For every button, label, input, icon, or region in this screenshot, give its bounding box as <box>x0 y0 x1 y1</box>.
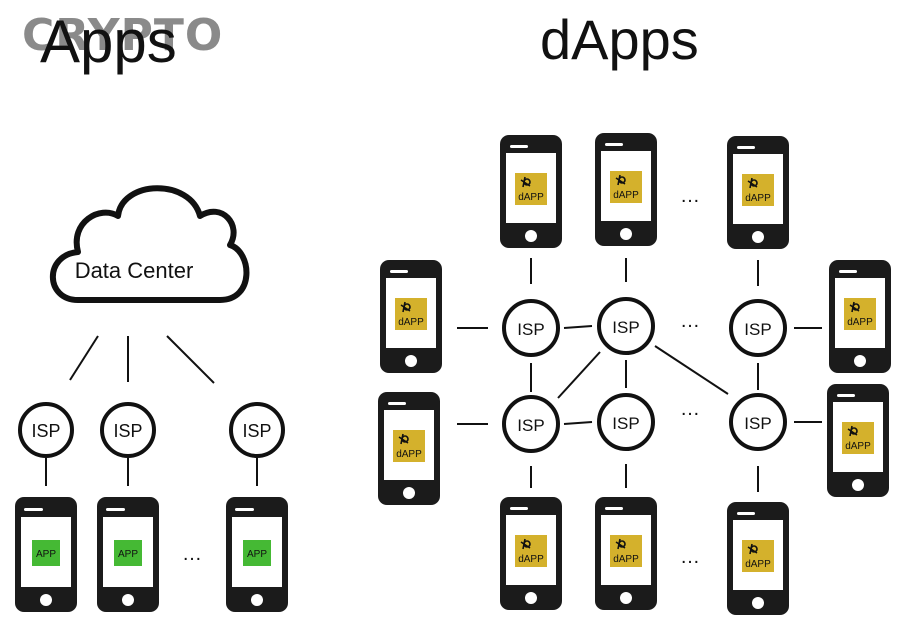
dapp-logo-icon <box>847 425 858 437</box>
decentralized-network: ISP ISP ISP ISP ISP ISP dAPP dAPP <box>378 133 891 615</box>
dapp-logo-icon <box>615 174 626 186</box>
dapp-label: dAPP <box>613 554 639 565</box>
dapp-logo-icon <box>520 538 531 550</box>
dapp-tile <box>610 171 642 203</box>
cloud-link <box>69 335 99 381</box>
ellipsis: … <box>680 310 700 332</box>
isp-node: ISP <box>229 402 285 458</box>
dapp-label: dAPP <box>396 449 422 460</box>
dapp-logo-icon <box>747 177 758 189</box>
dapp-logo-icon <box>615 538 626 550</box>
isp-label: ISP <box>612 318 639 337</box>
isp-label: ISP <box>113 421 142 441</box>
app-tile <box>114 540 142 566</box>
dapp-label: dAPP <box>518 554 544 565</box>
app-label: APP <box>118 549 138 560</box>
cloud-link <box>166 335 215 384</box>
isp-label: ISP <box>517 320 544 339</box>
isp-label: ISP <box>744 414 771 433</box>
phone-icon: dAPP <box>827 384 889 497</box>
isp-node: ISP <box>18 402 74 458</box>
dapp-label: dAPP <box>845 441 871 452</box>
dapp-logo-icon <box>398 433 409 445</box>
crypto-watermark: CRYPTO <box>22 10 224 61</box>
isp-isp-link <box>563 421 593 425</box>
dapp-label: dAPP <box>613 190 639 201</box>
isp-label: ISP <box>31 421 60 441</box>
ellipsis: … <box>182 543 202 565</box>
dapp-tile <box>393 430 425 462</box>
ellipsis: … <box>680 185 700 207</box>
isp-isp-link <box>654 345 729 395</box>
dapp-tile <box>515 173 547 205</box>
isp-label: ISP <box>612 414 639 433</box>
phone-icon: dAPP <box>727 136 789 249</box>
dapp-tile <box>842 422 874 454</box>
phone-icon: dAPP <box>829 260 891 373</box>
isp-isp-link <box>563 325 593 329</box>
app-label: APP <box>36 549 56 560</box>
phone-icon: dAPP <box>727 502 789 615</box>
data-center-label: Data Center <box>75 258 194 283</box>
dapp-tile <box>844 298 876 330</box>
dapps-title: dApps <box>540 8 699 71</box>
dapp-label: dAPP <box>847 317 873 328</box>
phone-icon: dAPP <box>380 260 442 373</box>
centralized-network: Data Center ISP ISP ISP <box>15 185 288 612</box>
isp-node: ISP <box>597 393 655 451</box>
apps-title: Apps <box>40 8 177 75</box>
ellipsis: … <box>680 398 700 420</box>
dapp-tile <box>610 535 642 567</box>
phone-icon: APP <box>97 497 159 612</box>
dapp-tile <box>395 298 427 330</box>
isp-node: ISP <box>729 299 787 357</box>
ellipsis: … <box>680 546 700 568</box>
dapp-tile <box>742 174 774 206</box>
phone-icon: APP <box>226 497 288 612</box>
cloud-icon <box>50 185 250 303</box>
phone-icon: dAPP <box>500 135 562 248</box>
dapp-label: dAPP <box>745 559 771 570</box>
phone-icon: dAPP <box>595 497 657 610</box>
isp-node: ISP <box>502 299 560 357</box>
isp-node: ISP <box>502 395 560 453</box>
dapp-logo-icon <box>849 301 860 313</box>
isp-label: ISP <box>744 320 771 339</box>
isp-node: ISP <box>597 297 655 355</box>
isp-node: ISP <box>729 393 787 451</box>
phone-icon: dAPP <box>500 497 562 610</box>
phone-icon: dAPP <box>378 392 440 505</box>
app-label: APP <box>247 549 267 560</box>
dapp-logo-icon <box>520 176 531 188</box>
app-tile <box>243 540 271 566</box>
isp-node: ISP <box>100 402 156 458</box>
phone-icon: APP <box>15 497 77 612</box>
dapp-logo-icon <box>400 301 411 313</box>
dapp-tile <box>515 535 547 567</box>
dapp-label: dAPP <box>398 317 424 328</box>
dapp-logo-icon <box>747 543 758 555</box>
app-tile <box>32 540 60 566</box>
dapp-label: dAPP <box>518 192 544 203</box>
phone-icon: dAPP <box>595 133 657 246</box>
isp-label: ISP <box>517 416 544 435</box>
dapp-tile <box>742 540 774 572</box>
mesh-links <box>457 258 822 492</box>
isp-label: ISP <box>242 421 271 441</box>
isp-isp-link <box>557 351 601 399</box>
dapp-label: dAPP <box>745 193 771 204</box>
